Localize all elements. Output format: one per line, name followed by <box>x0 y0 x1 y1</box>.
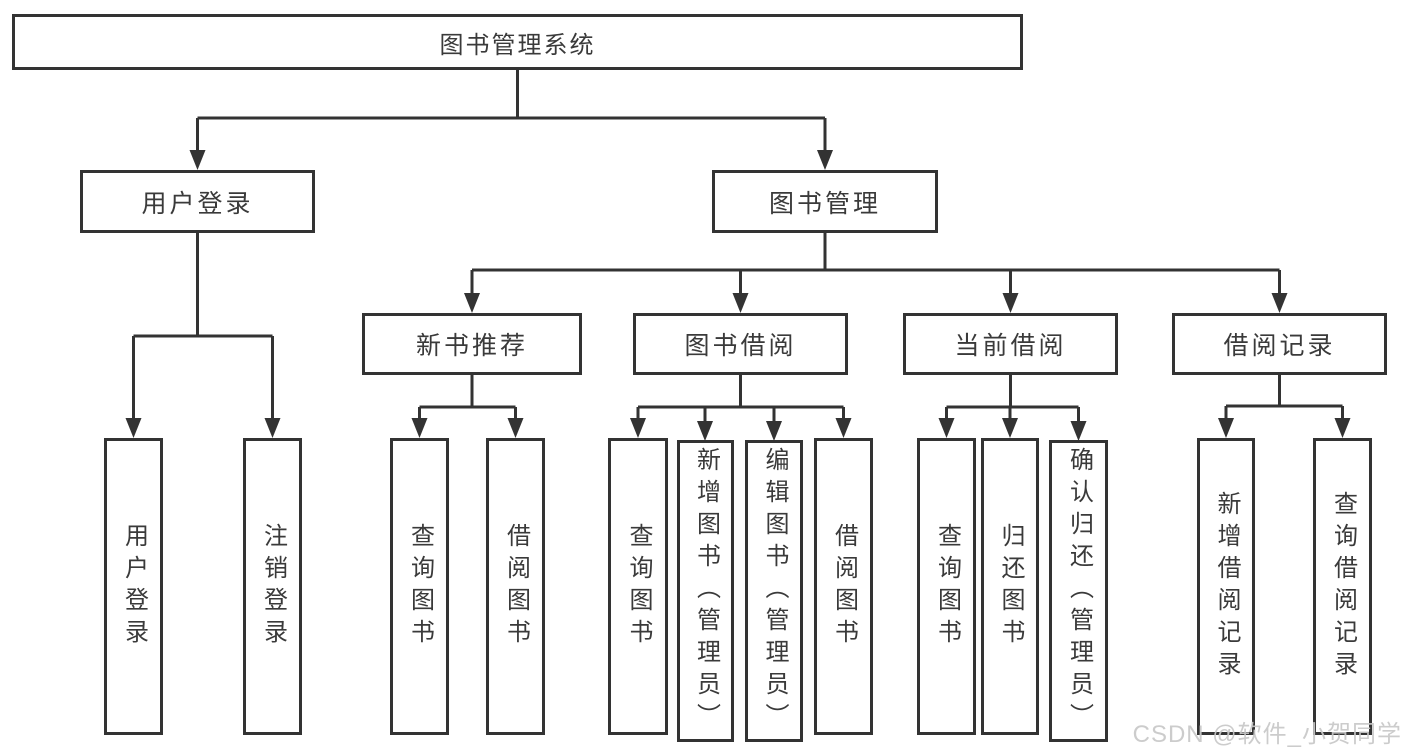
node-label: 用户登录 <box>120 522 148 651</box>
node-book-borrowing: 图书借阅 <box>633 313 848 375</box>
leaf-return-books: 归还图书 <box>981 438 1039 735</box>
node-label: 查询图书 <box>406 522 434 651</box>
node-label: 查询图书 <box>933 522 961 651</box>
leaf-query-books-borrowing: 查询图书 <box>608 438 668 735</box>
leaf-user-login: 用户登录 <box>104 438 163 735</box>
leaf-add-books-admin: 新增图书（管理员） <box>677 440 734 742</box>
node-label: 确认归还（管理员） <box>1065 447 1093 735</box>
node-book-management: 图书管理 <box>712 170 938 233</box>
node-label: 图书借阅 <box>684 332 797 360</box>
leaf-query-books-recommend: 查询图书 <box>390 438 449 735</box>
node-label: 借阅图书 <box>830 522 858 651</box>
leaf-confirm-return-admin: 确认归还（管理员） <box>1049 440 1108 742</box>
node-borrowing-records: 借阅记录 <box>1172 313 1387 375</box>
leaf-query-books-current: 查询图书 <box>917 438 976 735</box>
node-label: 新书推荐 <box>415 332 528 360</box>
node-label: 新增图书（管理员） <box>692 447 720 735</box>
node-label: 图书管理系统 <box>439 31 596 59</box>
node-label: 当前借阅 <box>954 332 1067 360</box>
node-label: 用户登录 <box>141 189 254 218</box>
node-label: 归还图书 <box>997 522 1024 651</box>
node-current-borrowing: 当前借阅 <box>903 313 1118 375</box>
node-label: 查询借阅记录 <box>1329 490 1357 683</box>
node-label: 新增借阅记录 <box>1213 490 1240 683</box>
tree-edges <box>132 70 1344 436</box>
leaf-borrow-books-borrowing: 借阅图书 <box>814 438 873 735</box>
node-label: 编辑图书（管理员） <box>761 447 788 735</box>
node-label: 图书管理 <box>768 189 881 218</box>
node-label: 借阅图书 <box>502 522 530 651</box>
node-user-login: 用户登录 <box>80 170 315 233</box>
leaf-logout: 注销登录 <box>243 438 302 735</box>
arrowhead-icons <box>125 150 1351 441</box>
node-new-book-recommendation: 新书推荐 <box>362 313 582 375</box>
leaf-query-borrow-record: 查询借阅记录 <box>1313 438 1372 735</box>
csdn-watermark: CSDN @软件_小贺同学 <box>1132 721 1402 747</box>
leaf-borrow-books-recommend: 借阅图书 <box>486 438 545 735</box>
node-label: 注销登录 <box>259 522 287 651</box>
node-label: 借阅记录 <box>1223 332 1336 360</box>
node-label: 查询图书 <box>625 522 652 651</box>
leaf-add-borrow-record: 新增借阅记录 <box>1197 438 1255 735</box>
leaf-edit-books-admin: 编辑图书（管理员） <box>745 440 803 742</box>
node-library-management-system: 图书管理系统 <box>12 14 1023 70</box>
